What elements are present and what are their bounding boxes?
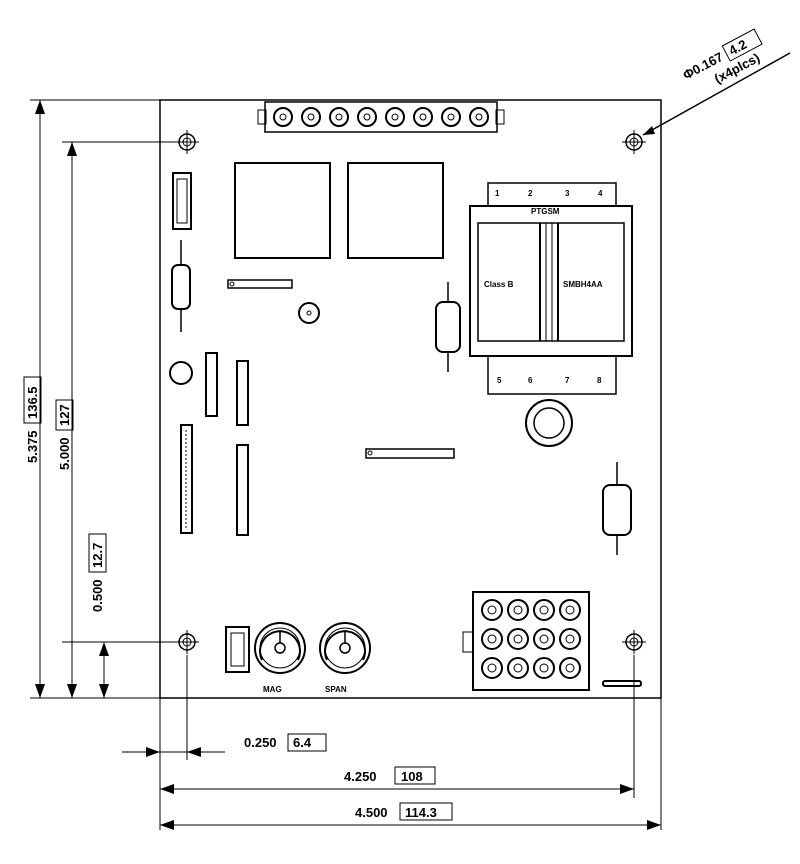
connector-pin [301,107,321,127]
connector-pin-center [307,113,315,121]
terminal-pin-center [513,605,523,615]
connector-pin-center [391,113,399,121]
pot-label-mag: MAG [263,685,282,694]
connector-pin [413,107,433,127]
hole-leader-line [642,52,791,136]
terminal-pin [481,628,503,650]
terminal-pin [481,657,503,679]
dim-hole-width: 4.250 [344,769,377,784]
dim-hole-bottom: 0.500 [90,579,105,612]
connector-pin [357,107,377,127]
transformer-pin-3: 3 [565,189,570,198]
connector-pin-center [419,113,427,121]
capacitor-round [525,399,573,447]
terminal-pin [559,657,581,679]
transformer-left-label: Class B [484,280,514,289]
mounting-hole-bottom-right [622,630,646,654]
transformer-pin-6: 6 [528,376,533,385]
connector-pin-center [447,113,455,121]
hole-callout-mm: 4.2 [726,37,749,59]
terminal-pin-center [513,663,523,673]
transformer-pin-2: 2 [528,189,533,198]
connector-pin [441,107,461,127]
potentiometer-span [319,622,371,674]
jumper-bottom-right [602,680,642,687]
terminal-pin-center [565,634,575,644]
header-strip-left [180,424,193,534]
resistor-left [171,240,191,332]
terminal-pin-center [539,634,549,644]
relay-right [347,162,444,259]
dim-overall-height: 5.375 [25,430,40,463]
connector-pin [273,107,293,127]
top-connector [257,101,505,133]
connector-pin-center [335,113,343,121]
terminal-pin [533,599,555,621]
terminal-pin [481,599,503,621]
test-point [298,302,320,324]
header-strip-middle [365,448,455,459]
led-left [169,361,193,385]
transformer-pin-1: 1 [495,189,500,198]
pot-label-span: SPAN [325,685,347,694]
header-strip-top [227,279,293,289]
dim-hole-height: 5.000 [57,437,72,470]
dim-hole-width-mm: 108 [401,769,423,784]
terminal-pin [533,628,555,650]
dim-overall-width-mm: 114.3 [405,805,437,820]
header-strip-3 [236,444,249,536]
hole-callout: Φ0.167 4.2 (x4plcs) [680,28,763,86]
header-strip-1 [205,352,218,417]
dim-hole-bottom-mm: 12.7 [90,543,105,568]
transformer [469,182,633,395]
terminal-pin-center [487,663,497,673]
connector-pin-center [475,113,483,121]
dim-hole-left: 0.250 [244,735,277,750]
dim-overall-height-mm: 136.5 [25,386,40,419]
terminal-pin-center [565,663,575,673]
dim-hole-height-mm: 127 [57,404,72,426]
fuse-holder [172,172,192,230]
transformer-right-label: SMBH4AA [563,280,603,289]
transformer-pin-5: 5 [497,376,502,385]
resistor-middle [435,282,461,372]
switch-bottom-left [225,626,250,673]
connector-pin [469,107,489,127]
dim-hole-left-mm: 6.4 [293,735,312,750]
connector-pin-center [279,113,287,121]
connector-pin [385,107,405,127]
relay-left [234,162,331,259]
board-outline [159,99,662,699]
connector-pin-center [363,113,371,121]
terminal-pin-center [487,634,497,644]
transformer-header-label: PTGSM [531,207,560,216]
transformer-pin-4: 4 [598,189,603,198]
dim-overall-width: 4.500 [355,805,388,820]
terminal-pin-center [539,605,549,615]
terminal-pin [559,628,581,650]
transformer-pin-7: 7 [565,376,570,385]
potentiometer-mag [254,622,306,674]
terminal-pin-center [487,605,497,615]
mounting-hole-top-right [622,130,646,154]
header-strip-2 [236,360,249,426]
terminal-block-12pin [462,591,590,691]
terminal-pin [507,657,529,679]
terminal-pin [507,628,529,650]
terminal-pin-center [565,605,575,615]
transformer-pin-8: 8 [597,376,602,385]
terminal-pin [559,599,581,621]
resistor-right [602,462,632,555]
terminal-pin [533,657,555,679]
terminal-pin-center [539,663,549,673]
terminal-pin [507,599,529,621]
terminal-pin-center [513,634,523,644]
connector-pin [329,107,349,127]
